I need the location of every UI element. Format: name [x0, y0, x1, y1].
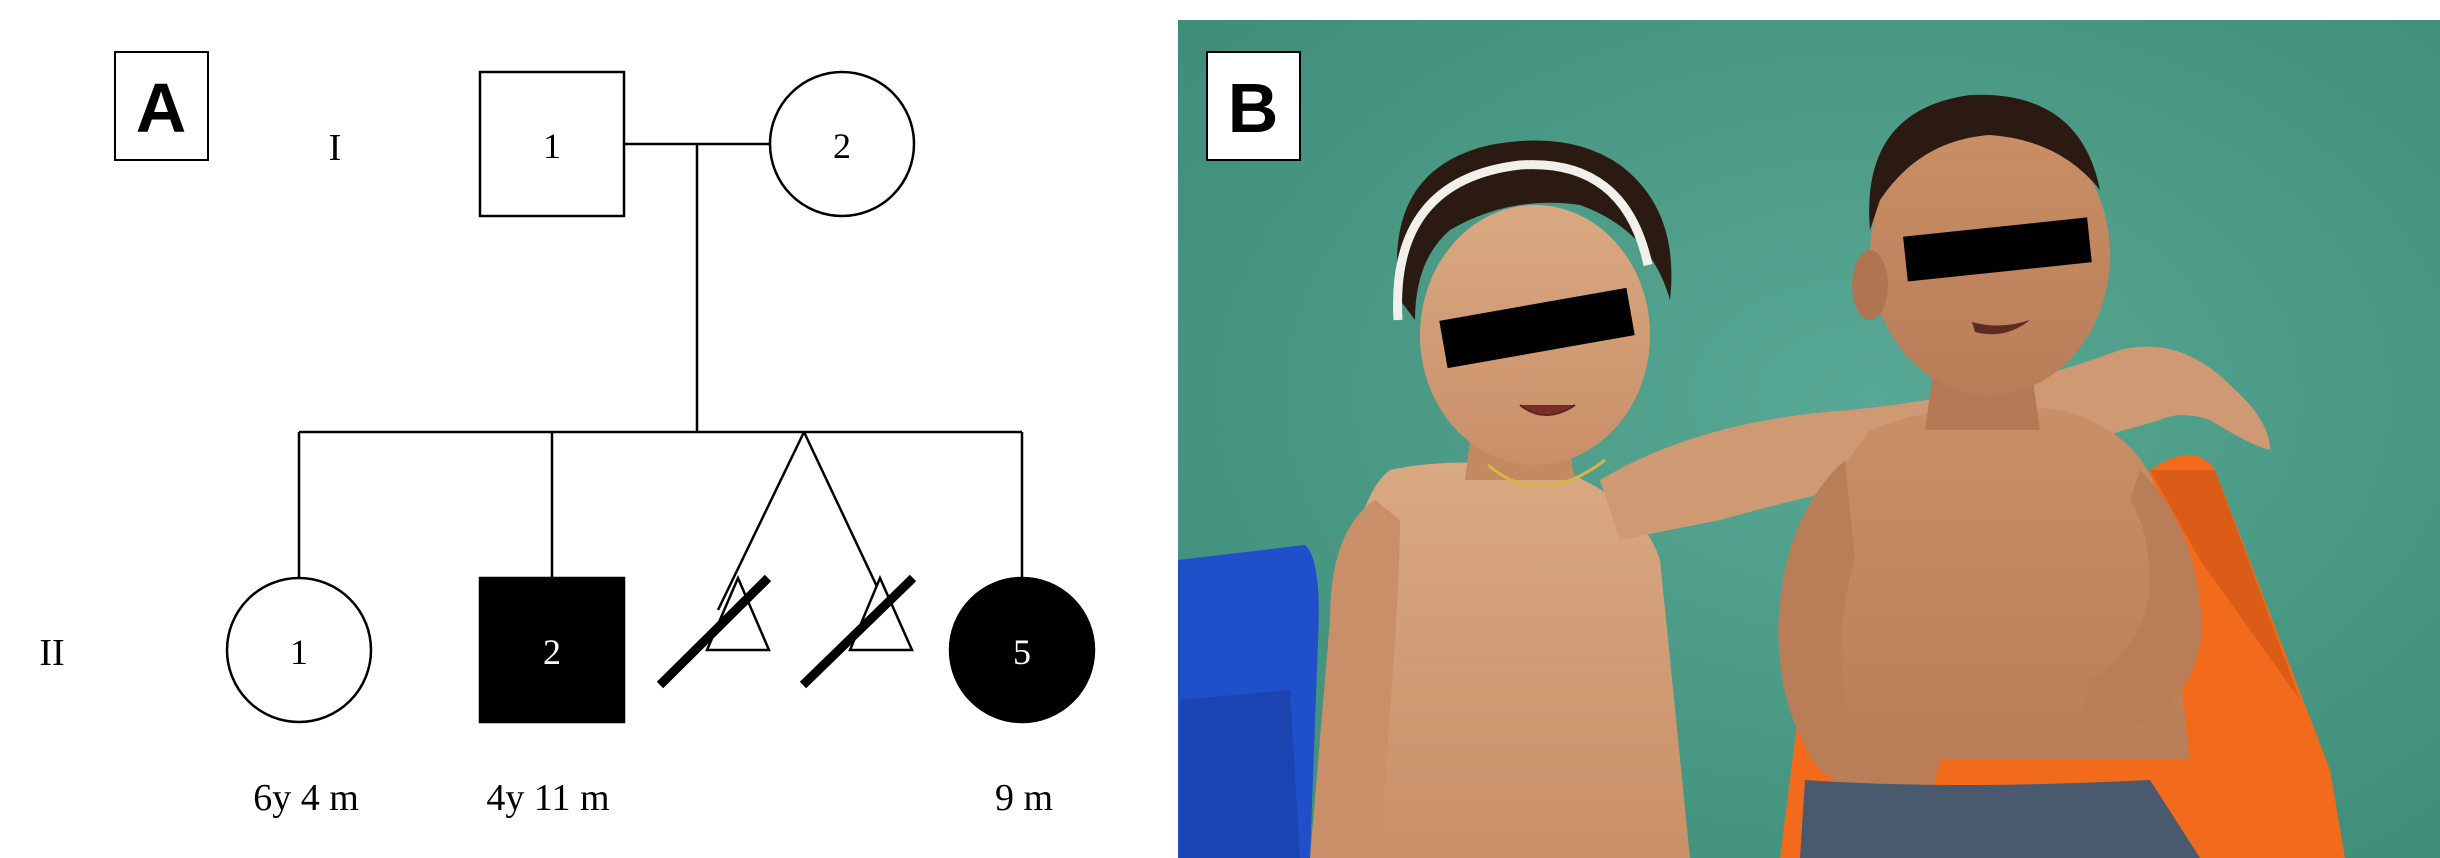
last-daughter-age: 9 m — [995, 777, 1053, 819]
mother-number: 2 — [833, 126, 851, 166]
photo-panel: B — [1178, 20, 2440, 858]
boy-jeans — [1800, 780, 2200, 858]
father-number: 1 — [543, 126, 561, 166]
pedigree-panel: A I II 1 2 1 2 5 6y 4 m 4y 11 — [39, 52, 1094, 819]
panel-b-label: B — [1228, 69, 1279, 147]
boy-ear — [1852, 250, 1888, 320]
generation-label-i: I — [329, 127, 342, 169]
generation-label-ii: II — [39, 632, 64, 674]
pedigree-lines — [299, 144, 1022, 610]
son-number: 2 — [543, 632, 561, 672]
blue-chair-shade — [1180, 690, 1300, 858]
twin-line-right — [804, 432, 888, 610]
son-age: 4y 11 m — [486, 777, 609, 819]
last-daughter-number: 5 — [1013, 632, 1031, 672]
daughter-age: 6y 4 m — [253, 777, 359, 819]
daughter-number: 1 — [290, 632, 308, 672]
panel-a-label: A — [136, 69, 187, 147]
